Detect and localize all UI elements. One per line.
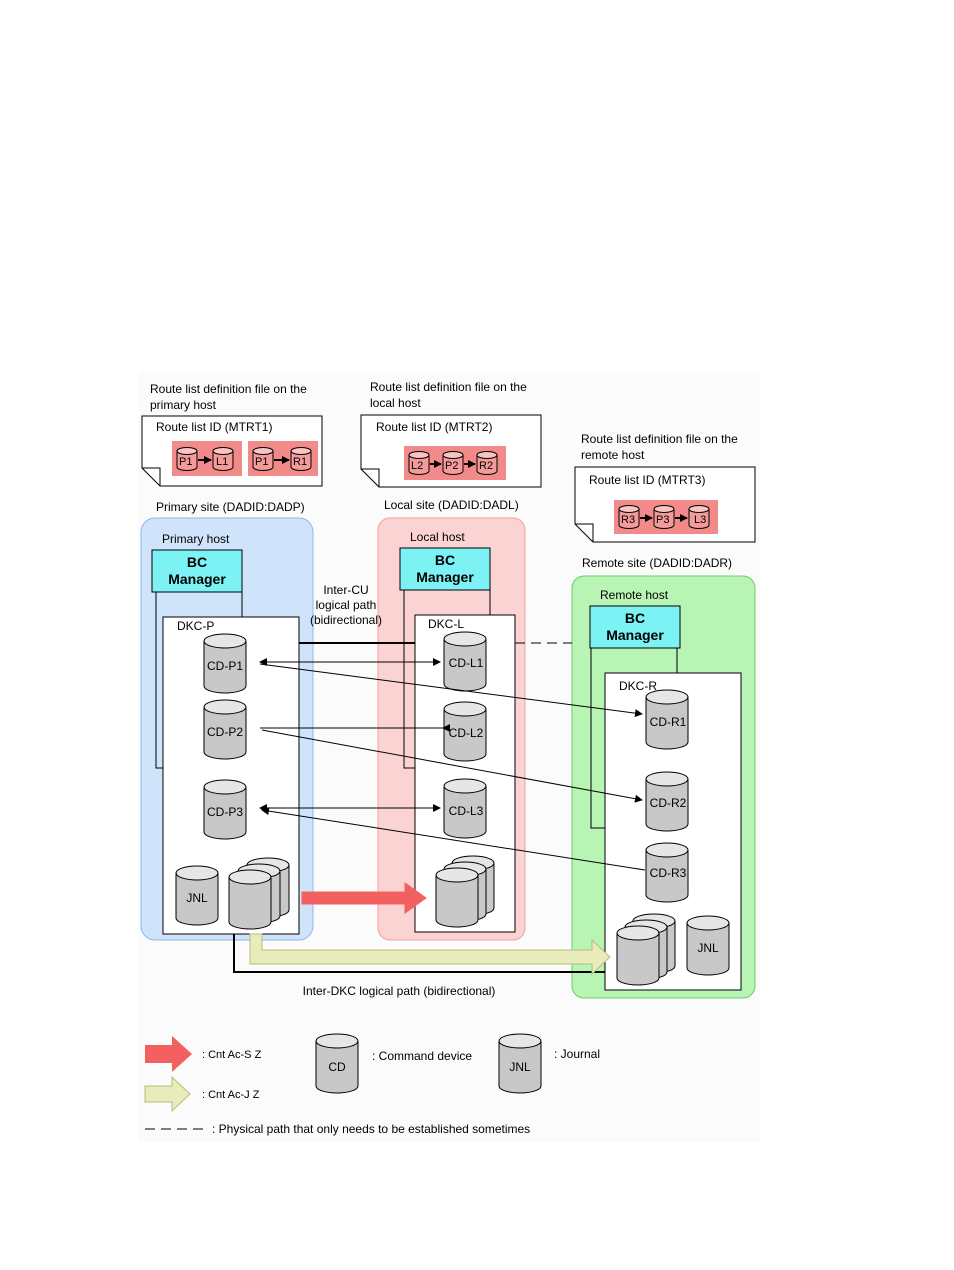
bc-manager-remote: BC Manager [589,605,681,649]
route-node: R1 [293,456,307,468]
inter-cu-label: (bidirectional) [310,613,382,627]
route-file-caption: primary host [150,398,217,412]
route-file-caption: remote host [581,448,645,462]
journal-primary: JNL [175,865,219,926]
legend-sync-arrow [145,1036,192,1072]
volume-stack-remote [616,913,676,986]
route-file-caption: local host [370,396,421,410]
legend-dashed-label: : Physical path that only needs to be es… [212,1122,530,1136]
svg-text:CD-R2: CD-R2 [650,796,687,810]
legend-command-device-label: : Command device [372,1049,472,1063]
dkc-r-label: DKC-R [619,679,657,693]
route-file-remote: Route list definition file on the remote… [574,432,756,543]
svg-text:BC: BC [435,552,455,568]
dkc-p-label: DKC-P [177,619,214,633]
inter-dkc-label: Inter-DKC logical path (bidirectional) [303,984,496,998]
svg-text:Manager: Manager [168,571,226,587]
inter-dkc-path [233,934,605,973]
svg-text:CD-P2: CD-P2 [207,725,243,739]
svg-text:CD-R3: CD-R3 [650,866,687,880]
legend-sync-label: : Cnt Ac-S Z [202,1049,262,1061]
command-device-r2: CD-R2 [645,771,689,832]
bc-manager-primary: BC Manager [151,549,243,593]
legend-journal-desc: : Journal [554,1047,600,1061]
route-node: P1 [179,456,192,468]
route-node: R3 [621,514,635,526]
local-site-label: Local site (DADID:DADL) [384,498,519,512]
svg-text:Manager: Manager [416,569,474,585]
link-p2-r2 [261,729,643,803]
svg-text:CD-R1: CD-R1 [650,715,687,729]
command-device-l3: CD-L3 [443,778,487,839]
route-file-caption: Route list definition file on the [581,432,738,446]
dkc-l-label: DKC-L [428,617,464,631]
svg-text:BC: BC [625,610,645,626]
sync-copy-arrow [301,882,427,914]
svg-text:JNL: JNL [697,941,719,955]
route-file-caption: Route list definition file on the [150,382,307,396]
legend: : Cnt Ac-S Z : Cnt Ac-J Z CD : Command d… [144,1033,600,1136]
remote-host-label: Remote host [600,588,669,602]
link-p1-r1 [259,663,643,718]
svg-text:CD-L2: CD-L2 [449,726,484,740]
route-node: L3 [694,514,706,526]
legend-journal-label: : Cnt Ac-J Z [202,1089,260,1101]
local-host-label: Local host [410,530,465,544]
inter-cu-label: logical path [316,598,377,612]
svg-text:CD-P3: CD-P3 [207,805,243,819]
route-list-id: Route list ID (MTRT1) [156,420,272,434]
bc-manager-local: BC Manager [399,547,491,591]
svg-text:CD-L1: CD-L1 [449,656,484,670]
route-node: L1 [216,456,228,468]
route-list-id: Route list ID (MTRT2) [376,420,492,434]
route-node: P2 [445,460,458,472]
primary-host-label: Primary host [162,532,230,546]
svg-text:JNL: JNL [186,891,208,905]
route-node: P3 [656,514,669,526]
svg-text:CD-P1: CD-P1 [207,659,243,673]
svg-text:Manager: Manager [606,627,664,643]
svg-text:BC: BC [187,554,207,570]
primary-site-label: Primary site (DADID:DADP) [156,500,305,514]
journal-copy-arrow [249,933,611,976]
command-device-p3: CD-P3 [203,779,247,840]
svg-text:JNL: JNL [509,1060,531,1074]
route-list-id: Route list ID (MTRT3) [589,473,705,487]
legend-journal-arrow [144,1075,191,1113]
route-file-local: Route list definition file on the local … [360,380,542,488]
svg-text:CD-L3: CD-L3 [449,804,484,818]
command-device-r1: CD-R1 [645,689,689,750]
svg-text:CD: CD [328,1060,346,1074]
route-file-caption: Route list definition file on the [370,380,527,394]
remote-site-label: Remote site (DADID:DADR) [582,556,732,570]
route-node: R2 [479,460,493,472]
command-device-p1: CD-P1 [203,633,247,694]
journal-remote: JNL [686,915,730,976]
inter-cu-label: Inter-CU [323,583,368,597]
link-r3-p3 [261,807,646,871]
route-node: L2 [411,460,423,472]
command-device-l1: CD-L1 [443,631,487,692]
command-device-r3: CD-R3 [645,842,689,903]
volume-stack-local [435,855,495,928]
legend-command-device-icon: CD [315,1033,359,1094]
command-device-p2: CD-P2 [203,699,247,760]
route-file-primary: Route list definition file on the primar… [141,382,323,487]
command-device-l2: CD-L2 [443,701,487,762]
legend-journal-icon: JNL [498,1033,542,1094]
route-node: P1 [255,456,268,468]
